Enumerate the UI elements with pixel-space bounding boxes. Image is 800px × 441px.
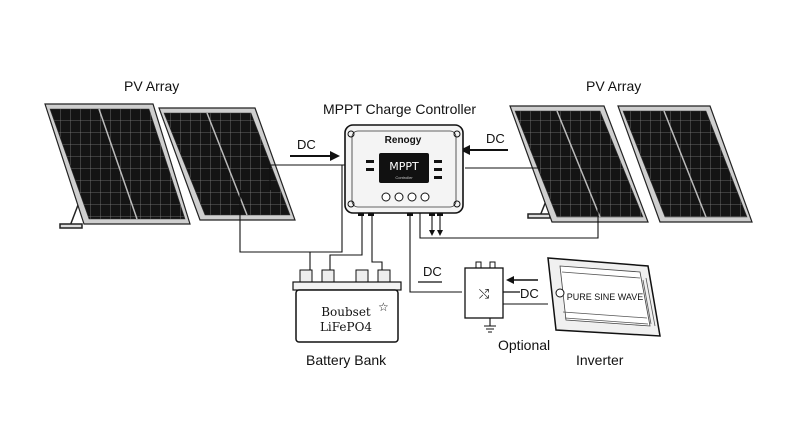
- wire-batt-pos: [371, 212, 383, 272]
- inverter-port: [555, 288, 565, 298]
- wire-left-array: [239, 165, 343, 253]
- controller-display-text: MPPT: [389, 160, 419, 173]
- label-optional: Optional: [498, 337, 551, 353]
- transfer-switch-icon: ⤭: [479, 287, 490, 302]
- wire-to-optional: [409, 212, 462, 293]
- controller-display-sub: Controller: [395, 175, 413, 180]
- mppt-controller: Renogy MPPT Controller: [344, 124, 464, 216]
- controller-button-2: [394, 192, 404, 202]
- label-dc-right: DC: [486, 131, 505, 146]
- wire-left-array-2: [269, 164, 346, 190]
- inverter: PURE SINE WAVE: [547, 257, 661, 337]
- controller-button-1: [381, 192, 391, 202]
- label-pv-array-left: PV Array: [124, 78, 180, 94]
- controller-terminals: [358, 213, 443, 216]
- label-battery-bank: Battery Bank: [306, 352, 387, 368]
- dc-arrow-left: [290, 151, 340, 161]
- label-controller: MPPT Charge Controller: [323, 101, 477, 117]
- controller-button-4: [420, 192, 430, 202]
- label-dc-left: DC: [297, 137, 316, 152]
- pv-array-right: [509, 105, 753, 223]
- battery-line-1: Boubset: [321, 305, 371, 319]
- label-pv-array-right: PV Array: [586, 78, 642, 94]
- controller-display: [379, 153, 429, 183]
- wire-batt-neg: [329, 212, 363, 272]
- star-icon: ☆: [378, 300, 389, 314]
- wire-load-out: [431, 214, 441, 232]
- pv-array-left: [44, 103, 296, 229]
- label-dc-lower: DC: [423, 264, 442, 279]
- load-arrows: [429, 230, 443, 236]
- controller-buttons: [381, 192, 430, 202]
- optional-device: ⤭: [464, 261, 504, 319]
- label-inverter: Inverter: [576, 352, 624, 368]
- battery: Boubset LiFePO4 ☆: [292, 269, 402, 343]
- wire-right-array: [419, 190, 599, 239]
- wiring: [239, 164, 599, 333]
- arrow-inverter-to-optional: [506, 276, 538, 284]
- controller-button-3: [407, 192, 417, 202]
- panel-stand-left: [59, 204, 83, 229]
- inverter-panel-text: PURE SINE WAVE: [567, 292, 644, 302]
- label-dc-inverter: DC: [520, 286, 539, 301]
- controller-indicators: [366, 160, 442, 179]
- controller-brand: Renogy: [385, 135, 422, 146]
- inverter-fins: [561, 271, 656, 327]
- ground-symbol: [484, 325, 496, 333]
- battery-line-2: LiFePO4: [320, 320, 372, 334]
- dc-arrow-right: [460, 145, 508, 155]
